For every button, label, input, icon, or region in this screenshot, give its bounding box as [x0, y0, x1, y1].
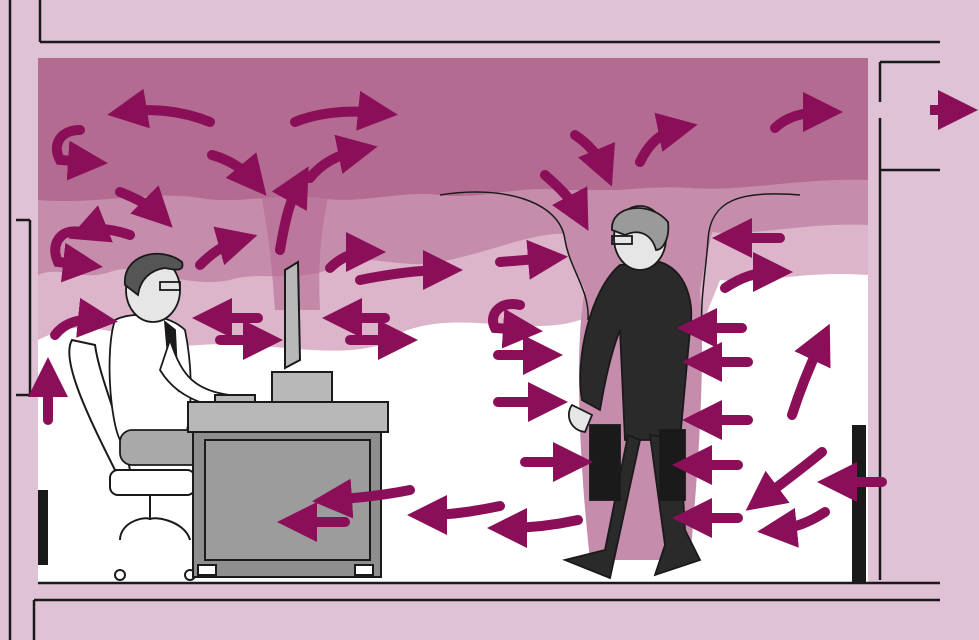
desk-top: [188, 402, 388, 432]
arrow-icon: [85, 229, 130, 235]
monitor-screen: [285, 262, 300, 368]
walker-briefcase: [590, 425, 620, 500]
exhaust-duct: [868, 102, 913, 118]
desk: [188, 402, 388, 577]
monitor-base: [272, 372, 332, 402]
walker-briefcase-2: [660, 430, 685, 500]
arrow-icon: [500, 258, 550, 262]
right-radiator: [852, 425, 866, 583]
keyboard: [215, 395, 255, 402]
left-vent: [38, 490, 48, 565]
ceiling-air-layer: [38, 58, 868, 201]
